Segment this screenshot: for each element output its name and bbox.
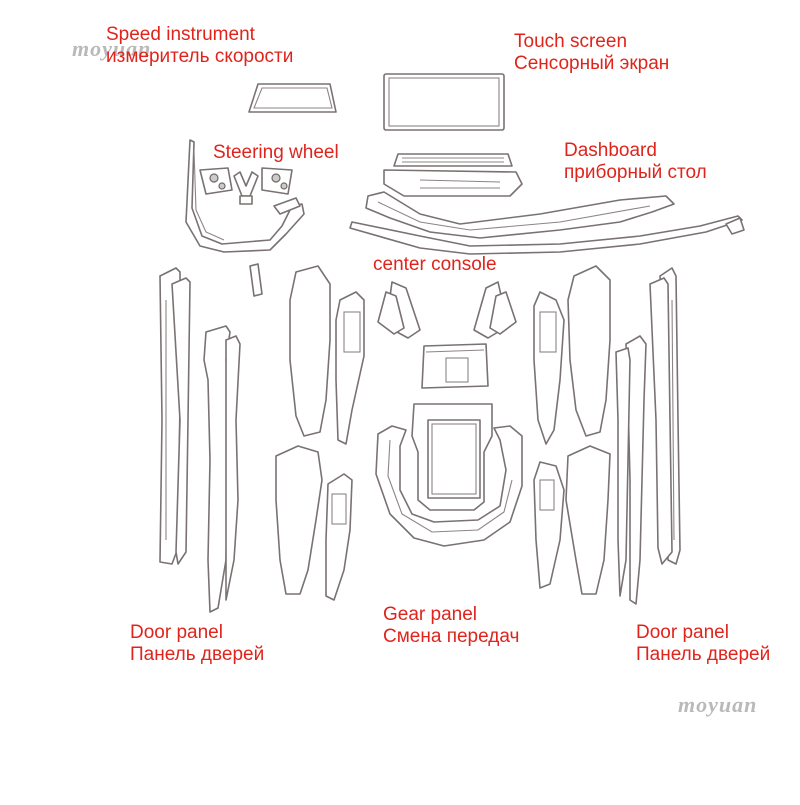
dashboard-part: [349, 153, 745, 255]
label-gear-panel-ru: Смена передач: [383, 626, 520, 647]
label-dashboard-ru: приборный стол: [564, 162, 707, 183]
label-dashboard-en: Dashboard: [564, 140, 657, 161]
speed-instrument-part: [248, 83, 337, 113]
label-door-panel-left-ru: Панель дверей: [130, 644, 265, 665]
door-panel-right-part: [533, 265, 681, 605]
label-center-console: center console: [373, 254, 497, 275]
label-door-panel-right: Door panel Панель дверей: [636, 622, 770, 666]
watermark-top: moyuan: [72, 36, 152, 61]
steering-wheel-part: [185, 139, 305, 253]
label-door-panel-left: Door panel Панель дверей: [130, 622, 264, 666]
label-dashboard: Dashboard приборный стол: [564, 140, 707, 184]
label-door-panel-right-ru: Панель дверей: [636, 644, 771, 665]
label-door-panel-left-en: Door panel: [130, 622, 223, 643]
touch-screen-part: [383, 73, 505, 131]
label-gear-panel: Gear panel Смена передач: [383, 604, 519, 648]
label-steering-wheel: Steering wheel: [213, 142, 339, 163]
label-door-panel-right-en: Door panel: [636, 622, 729, 643]
center-console-part: [377, 281, 517, 389]
door-panel-left-part: [159, 263, 365, 613]
label-gear-panel-en: Gear panel: [383, 604, 478, 625]
label-touch-screen: Touch screen Сенсорный экран: [514, 31, 669, 75]
label-speed-instrument: Speed instrument измеритель скорости: [106, 24, 293, 68]
watermark-bottom: moyuan: [678, 692, 758, 717]
label-speed-instrument-en: Speed instrument: [106, 24, 255, 45]
label-touch-screen-en: Touch screen: [514, 31, 628, 52]
gear-panel-part: [375, 403, 523, 547]
label-speed-instrument-ru: измеритель скорости: [106, 46, 294, 67]
label-touch-screen-ru: Сенсорный экран: [514, 53, 670, 74]
